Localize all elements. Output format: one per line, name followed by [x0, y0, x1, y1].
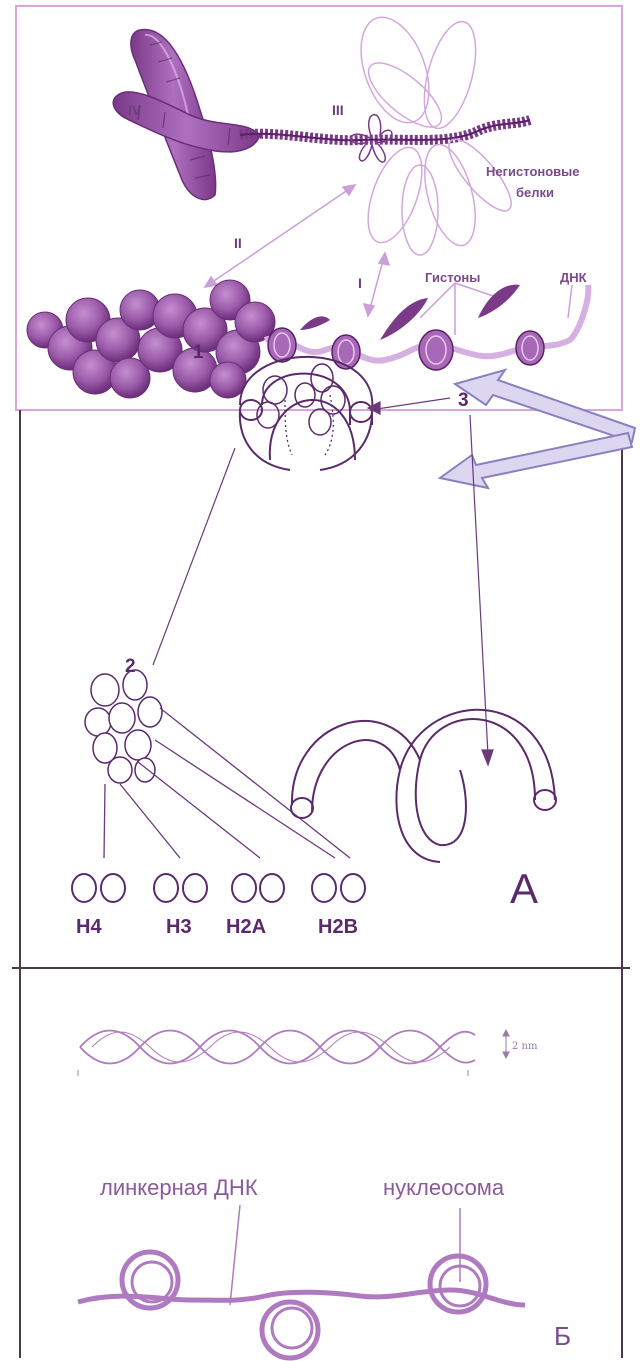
label-1: 1 [193, 342, 204, 363]
label-scale: 2 nm [512, 1041, 538, 1052]
label-h2a: H2A [226, 916, 266, 938]
label-level-i: I [358, 275, 362, 291]
label-h2b: H2B [318, 916, 358, 938]
nucleosome-2 [262, 1302, 318, 1358]
label-h4: H4 [76, 916, 102, 938]
label-nonhistone-1: Негистоновые [486, 164, 580, 179]
label-panel-b: Б [554, 1321, 571, 1351]
pointer-lines [153, 398, 493, 765]
label-panel-a: A [510, 865, 538, 912]
panel-b: 2 nm линкерная ДНК нуклеосома [20, 968, 622, 1358]
label-level-iii: III [332, 102, 344, 118]
label-2: 2 [125, 656, 136, 677]
top-panel: IV III II I Негистоновые белки Гистоны Д… [16, 6, 622, 410]
label-linker-dna: линкерная ДНК [100, 1175, 258, 1200]
label-nonhistone-2: белки [516, 185, 554, 200]
nucleosome-3 [430, 1256, 486, 1312]
dna-helix-tube [291, 710, 556, 862]
label-histones: Гистоны [425, 270, 480, 285]
panel-a: 1 3 2 H4 H3 H2A H2B A [12, 342, 635, 968]
label-h3: H3 [166, 916, 192, 938]
histone-pairs [72, 874, 365, 902]
label-nucleosome: нуклеосома [383, 1175, 505, 1200]
histone-octamer [85, 670, 162, 783]
nucleosome-beads [122, 1252, 486, 1358]
label-level-ii: II [234, 235, 242, 251]
label-3: 3 [458, 390, 469, 411]
label-dna: ДНК [560, 270, 587, 285]
scale-bar [503, 1030, 509, 1058]
double-helix [78, 1031, 475, 1077]
label-level-iv: IV [128, 102, 142, 118]
